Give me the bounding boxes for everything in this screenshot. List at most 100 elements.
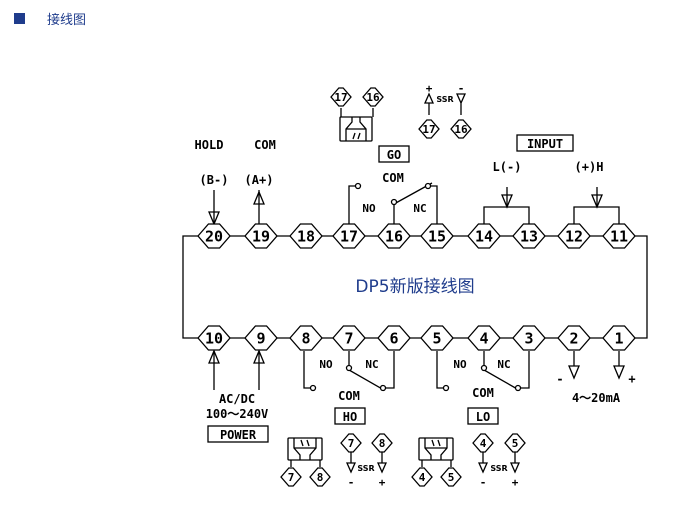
terminal-15: 15 xyxy=(420,223,454,249)
top-opto-transistor xyxy=(345,117,367,141)
lo-opto-transistor xyxy=(424,438,448,460)
ho-ssr-pin-7: 7 xyxy=(340,433,362,453)
lo-ssr-pin-4-number: 4 xyxy=(480,437,487,450)
go-no-label: NO xyxy=(362,202,376,215)
terminal-3-number: 3 xyxy=(524,330,533,348)
ho-no-label: NO xyxy=(319,358,333,371)
lo-no-label: NO xyxy=(453,358,467,371)
lo-ssr-minus-label: - xyxy=(480,476,487,489)
lo-ssr-pin-5-number: 5 xyxy=(512,437,519,450)
ac-dc-label: AC/DC xyxy=(219,392,255,406)
ho-ssr-minus-label: - xyxy=(348,476,355,489)
terminal-8-number: 8 xyxy=(301,330,310,348)
top-ssr-pin-16-number: 16 xyxy=(454,123,468,136)
ho-ssr-pin-7-hexagon xyxy=(340,433,362,453)
terminal-17-hexagon xyxy=(332,223,366,249)
ho-opto-body xyxy=(287,437,323,461)
power-box-label: POWER xyxy=(220,428,257,442)
terminal-18-hexagon xyxy=(289,223,323,249)
top-opto-light-icon xyxy=(352,132,361,140)
go-relay-com-contact xyxy=(390,198,398,206)
terminal-17-number: 17 xyxy=(340,228,358,246)
terminal-14: 14 xyxy=(467,223,501,249)
go-box-frame xyxy=(378,145,410,163)
hold-label: HOLD xyxy=(195,138,224,152)
terminal-8: 8 xyxy=(289,325,323,351)
top-opto-pin-17-number: 17 xyxy=(334,91,347,104)
ho-ssr-plus-arrow xyxy=(376,452,388,474)
terminal-1-number: 1 xyxy=(614,330,623,348)
ho-opto-pin-7-hexagon xyxy=(280,467,302,487)
lo-com-label: COM xyxy=(472,386,494,400)
lo-opto-pin-5-number: 5 xyxy=(448,471,455,484)
com-label: COM xyxy=(254,138,276,152)
go-relay-wiring xyxy=(348,182,438,224)
power-left-arrow xyxy=(208,349,220,364)
terminal-8-hexagon xyxy=(289,325,323,351)
l-minus-label: L(-) xyxy=(493,160,522,174)
top-ssr-minus-arrow xyxy=(455,93,467,115)
ho-box-frame xyxy=(334,407,366,425)
terminal-19-hexagon xyxy=(244,223,278,249)
terminal-10-number: 10 xyxy=(205,330,223,348)
lo-ssr-pin-4: 4 xyxy=(472,433,494,453)
lo-opto-pin-4-hexagon xyxy=(411,467,433,487)
terminal-11-number: 11 xyxy=(610,228,628,246)
terminal-19: 19 xyxy=(244,223,278,249)
ho-ssr-pin-8: 8 xyxy=(371,433,393,453)
input-box-frame xyxy=(516,134,574,152)
terminal-20-number: 20 xyxy=(205,228,223,246)
diagram-title: DP5新版接线图 xyxy=(355,277,474,297)
current-plus-label: + xyxy=(628,372,635,386)
go-relay-no-contact xyxy=(354,182,362,190)
terminal-11-hexagon xyxy=(602,223,636,249)
terminal-7-number: 7 xyxy=(344,330,353,348)
terminal-13: 13 xyxy=(512,223,546,249)
left-rail xyxy=(182,235,198,339)
lo-ssr-pin-5-hexagon xyxy=(504,433,526,453)
ho-nc-label: NC xyxy=(365,358,378,371)
ho-ssr-pin-8-hexagon xyxy=(371,433,393,453)
ho-opto-pin-7-number: 7 xyxy=(288,471,295,484)
lo-opto-pin-4: 4 xyxy=(411,467,433,487)
ho-ssr-pin-8-number: 8 xyxy=(379,437,386,450)
top-opto-pin-17-hexagon xyxy=(330,87,352,107)
terminal-15-hexagon xyxy=(420,223,454,249)
terminal-6-hexagon xyxy=(377,325,411,351)
terminal-16: 16 xyxy=(377,223,411,249)
top-opto-body xyxy=(339,116,373,142)
ho-relay-no-contact xyxy=(309,384,317,392)
top-ssr-pin-17: 17 xyxy=(418,119,440,139)
lo-relay-com-contact xyxy=(480,364,488,372)
ho-opto-pin-8: 8 xyxy=(309,467,331,487)
ho-opto-leads xyxy=(290,460,321,467)
lo-ssr-plus-arrow xyxy=(509,452,521,474)
current-label: 4～20mA xyxy=(572,391,621,405)
power-right-arrow xyxy=(253,349,265,364)
ho-relay-com-contact xyxy=(345,364,353,372)
terminal-6: 6 xyxy=(377,325,411,351)
top-ssr-plus-label: + xyxy=(426,82,433,95)
section-header: 接线图 xyxy=(14,9,87,28)
section-title: 接线图 xyxy=(47,12,87,28)
right-rail xyxy=(633,235,648,339)
lo-ssr-pin-5: 5 xyxy=(504,433,526,453)
lo-opto-body xyxy=(418,437,454,461)
current-minus-label: - xyxy=(556,372,563,386)
terminal-4-hexagon xyxy=(467,325,501,351)
terminal-12-hexagon xyxy=(557,223,591,249)
ho-ssr-minus-arrow xyxy=(345,452,357,474)
lo-ssr-plus-label: + xyxy=(512,476,519,489)
terminal-1: 1 xyxy=(602,325,636,351)
go-com-label: COM xyxy=(382,171,404,185)
terminal-17: 17 xyxy=(332,223,366,249)
a-plus-label: (A+) xyxy=(245,173,274,187)
terminal-16-number: 16 xyxy=(385,228,403,246)
terminal-5-hexagon xyxy=(420,325,454,351)
terminal-13-number: 13 xyxy=(520,228,538,246)
terminal-5-number: 5 xyxy=(432,330,441,348)
top-opto-pin-16: 16 xyxy=(362,87,384,107)
